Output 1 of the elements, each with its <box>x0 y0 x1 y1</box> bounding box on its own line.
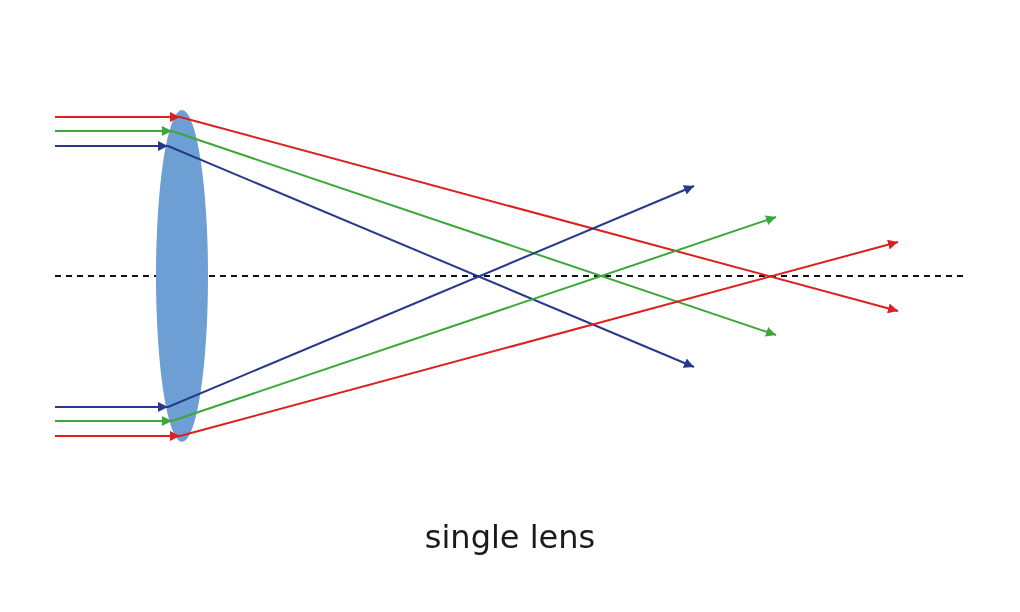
caption: single lens <box>424 518 596 556</box>
